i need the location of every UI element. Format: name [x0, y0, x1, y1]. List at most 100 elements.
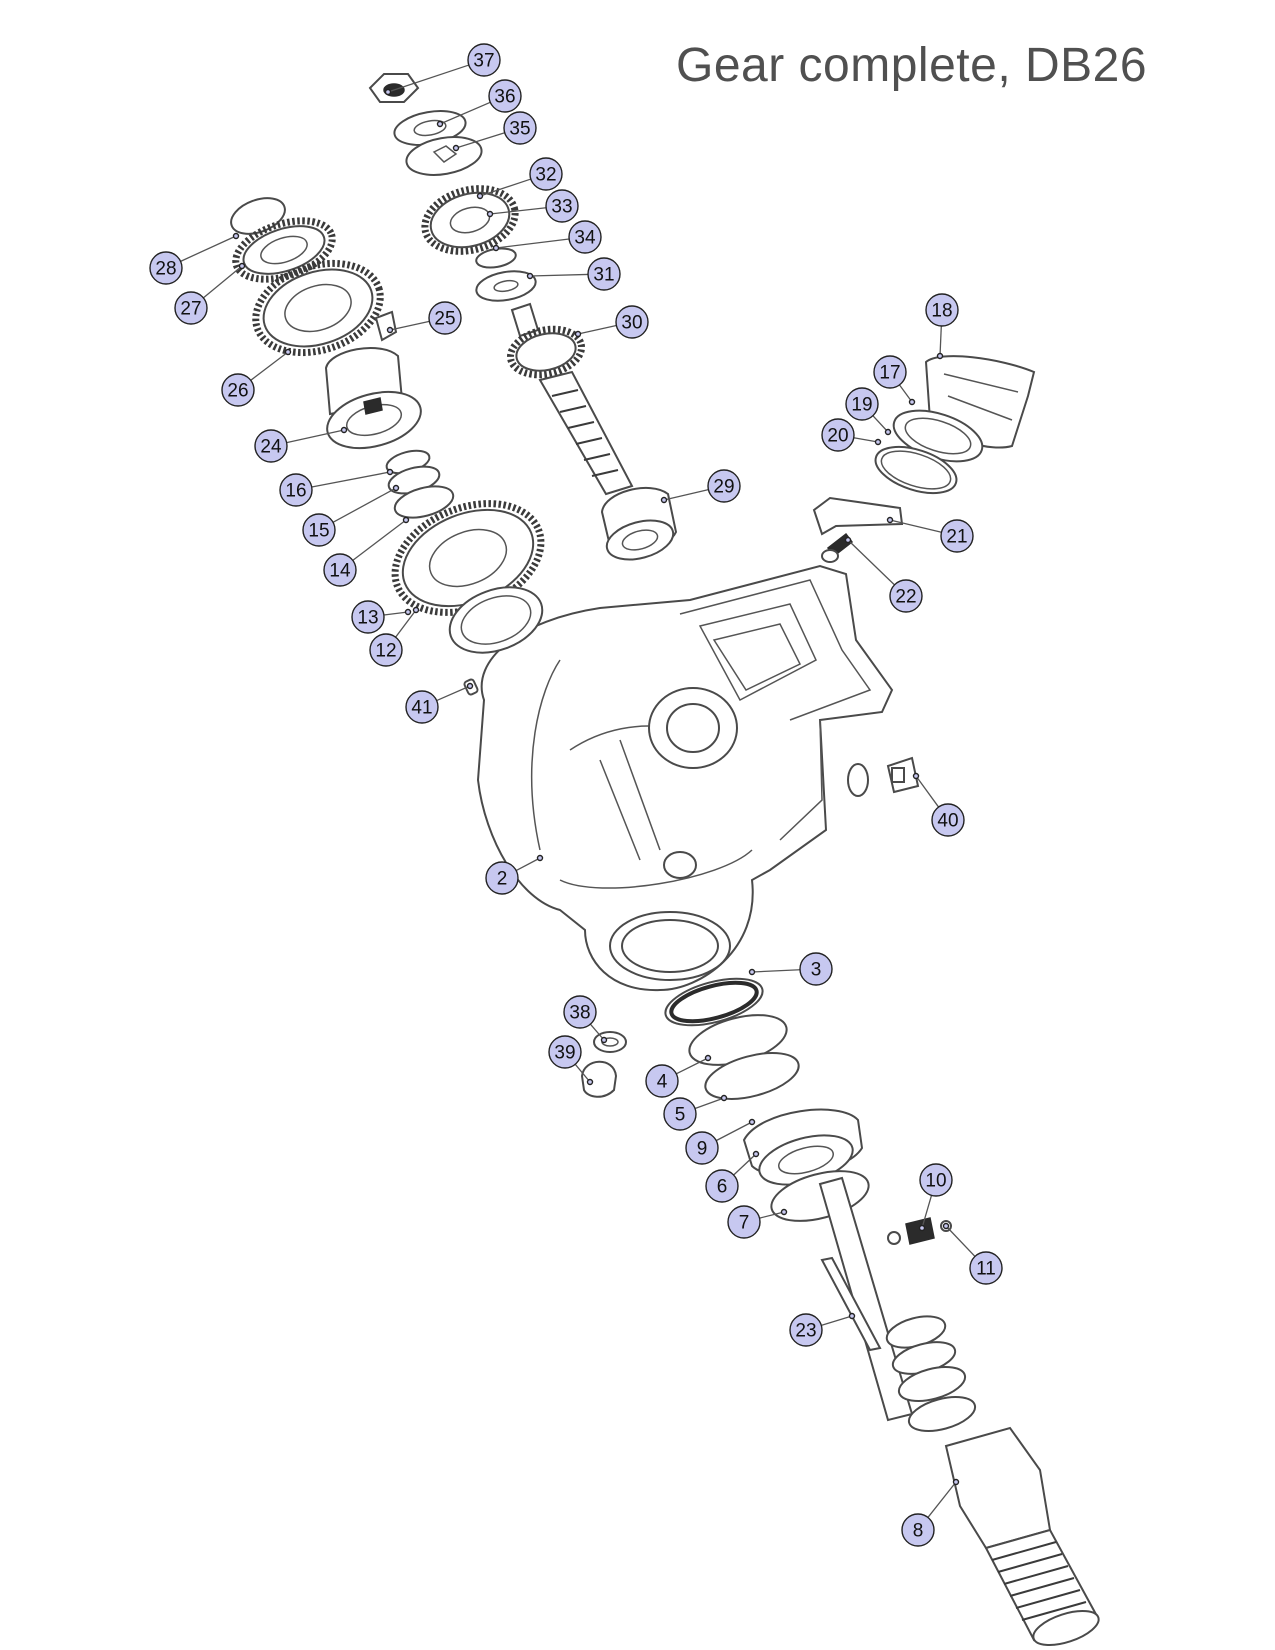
callout-leader: [250, 351, 289, 381]
callout-anchor-dot: [574, 330, 582, 338]
callout-30: 30: [574, 305, 649, 339]
callout-2: 2: [485, 854, 544, 895]
callout-bubble: [485, 861, 519, 895]
callout-anchor-dot: [844, 536, 852, 544]
callout-leader: [489, 207, 547, 215]
callout-leader: [387, 64, 470, 93]
callout-number: 23: [795, 1321, 816, 1342]
callout-20: 20: [821, 418, 882, 452]
callout-bubble: [587, 257, 621, 291]
callout-number: 41: [411, 698, 432, 719]
callout-anchor-dot: [586, 1078, 594, 1086]
callout-34: 34: [492, 220, 602, 254]
callout-bubble: [302, 513, 336, 547]
callout-anchor-dot: [492, 244, 500, 252]
lower-spindle-group: [580, 977, 1100, 1646]
callout-number: 3: [811, 960, 822, 981]
callout-anchor-dot: [486, 210, 494, 218]
callout-anchor-dot: [908, 398, 916, 406]
callout-number: 19: [851, 395, 872, 416]
callout-leader: [921, 1195, 933, 1229]
callout-26: 26: [221, 348, 292, 407]
callout-anchor-dot: [476, 192, 484, 200]
callout-bubble: [149, 251, 183, 285]
callout-anchor-dot: [404, 608, 412, 616]
callout-bubble: [919, 1163, 953, 1197]
callout-bubble: [705, 1169, 739, 1203]
callout-leader: [872, 415, 889, 433]
callout-leader: [352, 519, 407, 561]
callout-28: 28: [149, 232, 240, 285]
callout-leader: [889, 519, 942, 533]
callout-number: 27: [180, 299, 201, 320]
right-lever-group: [812, 355, 1036, 797]
callout-18: 18: [925, 293, 959, 360]
callout-number: 28: [155, 259, 176, 280]
callout-bubble: [821, 418, 855, 452]
callout-leader: [332, 487, 397, 523]
callout-anchor-dot: [874, 438, 882, 446]
callout-leader: [529, 273, 589, 277]
callout-number: 15: [308, 521, 329, 542]
callout-anchor-dot: [238, 262, 246, 270]
callout-8: 8: [901, 1478, 960, 1547]
callout-bubble: [568, 220, 602, 254]
callout-anchor-dot: [780, 1208, 788, 1216]
callout-bubble: [889, 579, 923, 613]
callout-anchor-dot: [848, 1312, 856, 1320]
callout-bubble: [369, 633, 403, 667]
callout-number: 36: [494, 87, 515, 108]
callout-23: 23: [789, 1312, 856, 1347]
callout-number: 2: [497, 869, 508, 890]
callout-anchor-dot: [392, 484, 400, 492]
callout-number: 25: [434, 309, 455, 330]
callout-anchor-dot: [912, 772, 920, 780]
callout-number: 8: [913, 1521, 924, 1542]
callout-leader: [180, 235, 237, 262]
callout-bubble: [467, 43, 501, 77]
callout-bubble: [174, 291, 208, 325]
callout-anchor-dot: [526, 272, 534, 280]
callout-number: 22: [895, 587, 916, 608]
callout-32: 32: [476, 157, 563, 200]
callout-bubble: [545, 189, 579, 223]
callout-bubble: [969, 1251, 1003, 1285]
callout-leader: [751, 969, 801, 973]
callout-number: 4: [657, 1072, 668, 1093]
callout-number: 30: [621, 313, 642, 334]
callout-7: 7: [727, 1205, 788, 1239]
callout-anchor-dot: [918, 1224, 926, 1232]
callout-leader: [202, 265, 243, 299]
callout-bubble: [685, 1131, 719, 1165]
callout-anchor-dot: [704, 1054, 712, 1062]
callout-12: 12: [369, 606, 420, 667]
callout-leader: [589, 1023, 605, 1041]
callout-anchor-dot: [720, 1094, 728, 1102]
callout-bubble: [931, 803, 965, 837]
callout-anchor-dot: [536, 854, 544, 862]
callout-24: 24: [254, 426, 348, 463]
callout-27: 27: [174, 262, 246, 325]
callout-number: 9: [697, 1139, 708, 1160]
callout-anchor-dot: [232, 232, 240, 240]
callout-bubble: [503, 111, 537, 145]
callout-leader: [395, 609, 417, 638]
callout-leader: [574, 1063, 591, 1083]
callout-leader: [439, 101, 491, 125]
callout-17: 17: [873, 355, 916, 406]
callout-bubble: [351, 600, 385, 634]
callout-leader: [733, 1153, 757, 1176]
callout-36: 36: [436, 79, 522, 128]
callout-bubble: [254, 429, 288, 463]
callout-anchor-dot: [340, 426, 348, 434]
callout-bubble: [323, 553, 357, 587]
callout-number: 7: [739, 1213, 750, 1234]
callout-9: 9: [685, 1118, 756, 1165]
callout-anchor-dot: [884, 428, 892, 436]
callout-bubble: [940, 519, 974, 553]
callout-6: 6: [705, 1150, 760, 1203]
callout-bubble: [279, 473, 313, 507]
callout-leader: [715, 1121, 753, 1142]
callout-anchor-dot: [952, 1478, 960, 1486]
